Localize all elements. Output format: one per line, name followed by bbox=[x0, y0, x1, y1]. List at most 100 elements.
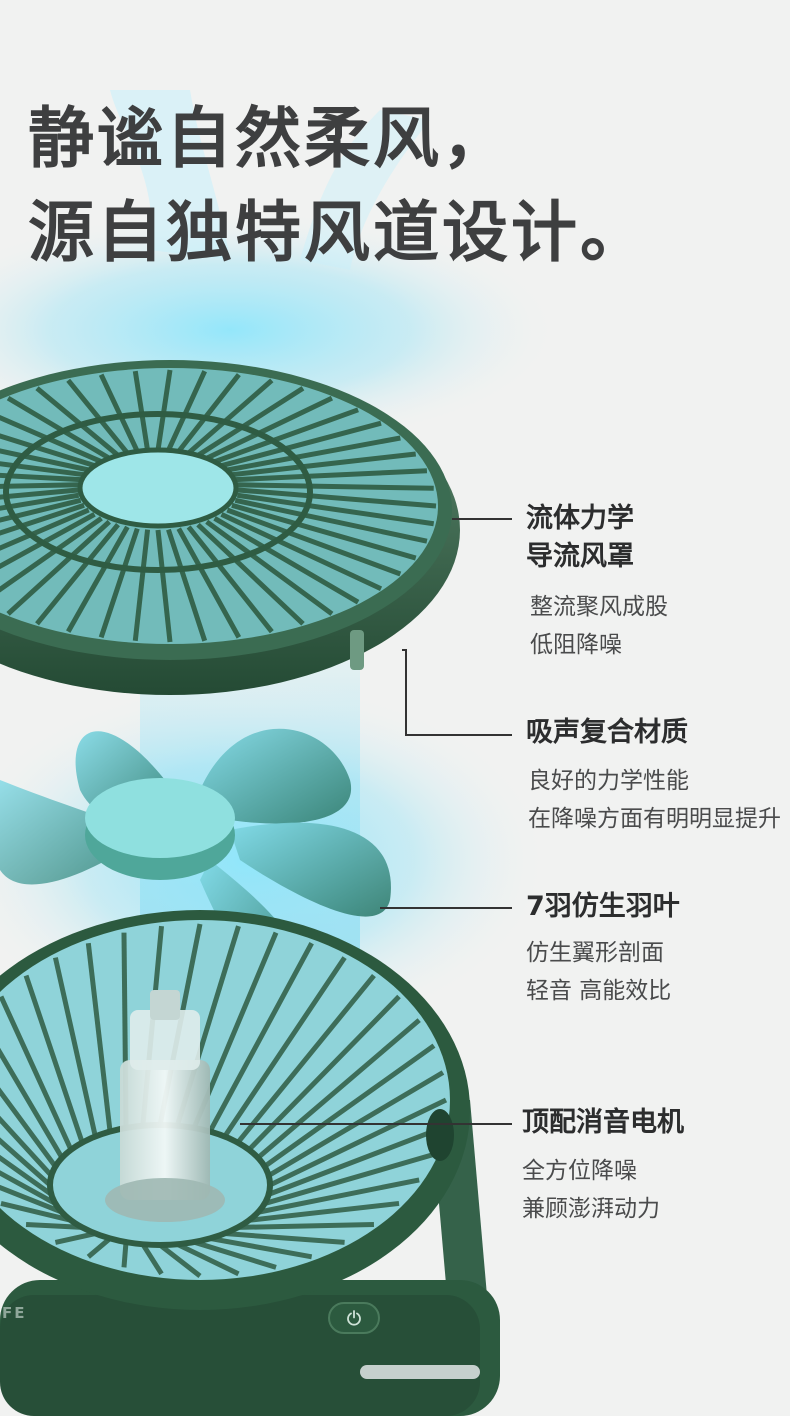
grille-spoke bbox=[0, 433, 96, 469]
basket-rib bbox=[23, 974, 85, 1144]
basket-rib bbox=[248, 1200, 400, 1223]
headline-line-2: 源自独特风道设计。 bbox=[28, 194, 649, 271]
grille-spoke bbox=[237, 487, 437, 509]
grille-spoke bbox=[0, 512, 96, 570]
basket-rib bbox=[268, 1097, 448, 1188]
callout-airflow-guard: 流体力学 导流风罩 整流聚风成股 低阻降噪 bbox=[526, 500, 668, 664]
basket-rib bbox=[176, 1242, 240, 1277]
callout-title: 顶配消音电机 bbox=[522, 1107, 684, 1138]
basket-rib bbox=[222, 956, 347, 1138]
callout-lines bbox=[240, 518, 512, 1125]
basket-rib bbox=[0, 1201, 72, 1223]
grille-spoke bbox=[205, 519, 334, 616]
basket-rib bbox=[86, 1236, 112, 1259]
grille-spoke bbox=[231, 502, 417, 561]
grille-spoke bbox=[196, 522, 305, 626]
grille-spoke bbox=[0, 448, 90, 473]
basket-rib bbox=[0, 1154, 53, 1197]
basket-rib bbox=[263, 1151, 435, 1206]
grille-spoke bbox=[0, 502, 85, 536]
grille-spoke bbox=[235, 468, 428, 483]
headline: 静谧自然柔风， 源自独特风道设计。 bbox=[28, 92, 649, 280]
basket-rib bbox=[207, 941, 314, 1133]
basket-rib bbox=[256, 1018, 421, 1160]
grille-spoke bbox=[176, 373, 241, 453]
basket-rib bbox=[0, 1047, 65, 1160]
grille-spoke bbox=[0, 507, 90, 551]
grille-spoke bbox=[132, 529, 151, 642]
grille-spoke bbox=[231, 451, 417, 478]
grille-spoke bbox=[237, 482, 434, 491]
callout-desc: 在降噪方面有明明显提升 bbox=[528, 806, 781, 832]
grille-spoke bbox=[166, 370, 207, 452]
grille-spoke bbox=[186, 378, 274, 455]
grille-spoke bbox=[213, 516, 360, 605]
callout-desc: 全方位降噪 bbox=[522, 1158, 637, 1184]
grille-spoke bbox=[66, 525, 130, 633]
power-icon bbox=[347, 1310, 361, 1326]
grille-spoke bbox=[6, 519, 111, 616]
grille-spoke bbox=[0, 461, 85, 478]
basket-rib bbox=[52, 957, 98, 1138]
basket-rib bbox=[0, 1137, 52, 1187]
grille-spoke bbox=[176, 527, 242, 639]
basket-rib bbox=[158, 1243, 202, 1278]
grille-spoke bbox=[35, 523, 120, 626]
grille-spoke bbox=[234, 497, 428, 544]
callout-bionic-blades: 7羽仿生羽叶 仿生翼形剖面 轻音 高能效比 bbox=[526, 888, 680, 1010]
basket-rib bbox=[54, 1231, 96, 1245]
basket-rib bbox=[0, 1115, 54, 1178]
callout-title: 吸声复合材质 bbox=[526, 717, 688, 748]
grille-spoke bbox=[98, 527, 140, 639]
grille-spoke bbox=[236, 492, 435, 527]
callout-desc: 兼顾澎湃动力 bbox=[522, 1196, 660, 1222]
callout-desc: 低阻降噪 bbox=[530, 632, 622, 658]
basket-rib bbox=[193, 1239, 277, 1270]
basket-rib bbox=[257, 1177, 420, 1215]
grille-spoke bbox=[0, 487, 79, 500]
callout-desc: 仿生翼形剖面 bbox=[526, 940, 664, 966]
basket-rib bbox=[0, 1170, 57, 1206]
grille-spoke bbox=[186, 525, 274, 634]
brand-logo-text: FE bbox=[2, 1304, 27, 1322]
grille-spoke bbox=[155, 369, 173, 451]
callout-sound-absorbing-material: 吸声复合材质 良好的力学性能 在降噪方面有明明显提升 bbox=[526, 714, 781, 838]
callout-desc: 良好的力学性能 bbox=[528, 768, 689, 794]
basket-rib bbox=[209, 1236, 313, 1260]
grille-spoke bbox=[196, 386, 305, 458]
callout-title: 流体力学 bbox=[526, 503, 634, 534]
grille-spoke bbox=[6, 395, 111, 461]
top-grille-guard bbox=[0, 360, 460, 695]
grille-spoke bbox=[226, 507, 402, 577]
basket-rib bbox=[85, 942, 113, 1132]
grille-spoke bbox=[0, 492, 80, 511]
callout-desc: 轻音 高能效比 bbox=[526, 978, 672, 1004]
power-button bbox=[328, 1302, 380, 1334]
grille-spoke bbox=[0, 497, 82, 523]
grille-spoke bbox=[0, 516, 103, 593]
grille-spoke bbox=[0, 472, 81, 483]
grille-spoke bbox=[98, 373, 140, 453]
basket-rib bbox=[235, 973, 376, 1145]
grille-spoke bbox=[220, 512, 383, 592]
basket-rib bbox=[25, 1221, 83, 1230]
basket-rib bbox=[237, 1221, 375, 1230]
grille-spoke bbox=[66, 378, 130, 455]
callout-title: 7羽仿生羽叶 bbox=[526, 891, 680, 922]
grille-spoke bbox=[132, 370, 151, 451]
basket-rib bbox=[140, 1242, 164, 1276]
basket-rib bbox=[121, 1241, 129, 1268]
basket-rib bbox=[0, 1184, 63, 1215]
grille-spoke bbox=[0, 482, 79, 489]
basket-rib bbox=[0, 1087, 58, 1168]
callout-title: 导流风罩 bbox=[526, 541, 634, 572]
headline-line-1: 静谧自然柔风， bbox=[28, 100, 511, 177]
callout-silent-motor: 顶配消音电机 全方位降噪 兼顾澎湃动力 bbox=[522, 1104, 684, 1228]
basket-rib bbox=[224, 1231, 345, 1245]
basket-rib bbox=[263, 1043, 436, 1169]
grille-spoke bbox=[220, 420, 382, 469]
grille-spoke bbox=[213, 407, 359, 465]
grille-spoke bbox=[205, 395, 334, 461]
